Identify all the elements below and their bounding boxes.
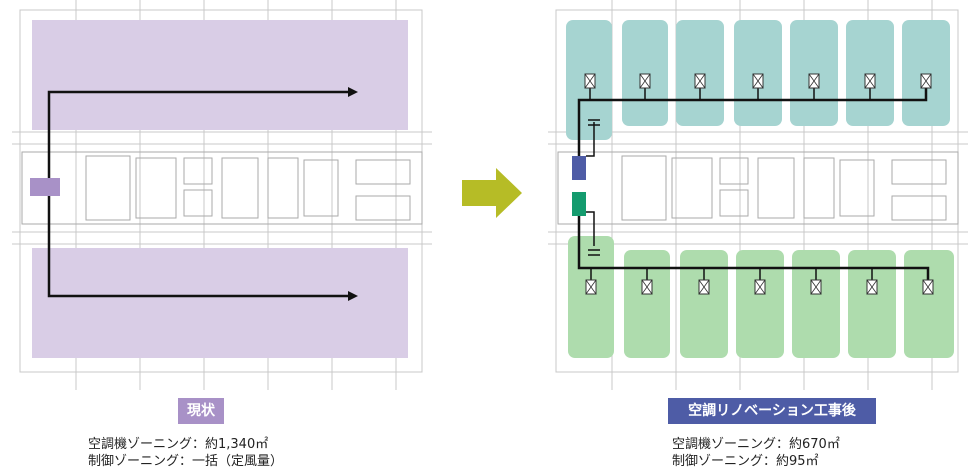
status-badge-before: 現状 — [178, 398, 224, 424]
right-arrow-icon — [462, 168, 522, 218]
caption-before: 空調機ゾーニング：約1,340㎡ 制御ゾーニング：一括（定風量） — [88, 436, 283, 470]
caption-after-line2: 制御ゾーニング：約95㎡ — [672, 454, 819, 469]
air-handling-unit — [30, 178, 60, 196]
caption-after: 空調機ゾーニング：約670㎡ 制御ゾーニング：約95㎡ — [672, 436, 840, 470]
air-handling-unit-upper — [572, 156, 586, 180]
core-area — [557, 151, 959, 225]
status-badge-after: 空調リノベーション工事後 — [668, 398, 876, 424]
zones-lower — [568, 236, 954, 358]
caption-before-line1: 空調機ゾーニング：約1,340㎡ — [88, 437, 269, 452]
floor-plan-before-drawing — [12, 0, 432, 390]
zone-lower — [32, 248, 408, 358]
floor-plan-after-drawing — [548, 0, 968, 390]
floor-plan-before — [12, 0, 432, 390]
duct-path — [577, 88, 930, 280]
duct-branches — [586, 88, 873, 280]
floor-plan-after — [548, 0, 968, 390]
caption-before-line2: 制御ゾーニング：一括（定風量） — [88, 454, 284, 469]
duct-arrow-upper — [348, 87, 358, 97]
vav-marks-lower — [585, 279, 934, 295]
core-area — [21, 151, 423, 225]
zone-upper — [32, 20, 408, 130]
caption-after-line1: 空調機ゾーニング：約670㎡ — [672, 437, 840, 452]
air-handling-unit-lower — [572, 192, 586, 216]
duct-path — [47, 90, 348, 298]
vav-marks-upper — [584, 73, 932, 89]
duct-arrow-lower — [348, 291, 358, 301]
